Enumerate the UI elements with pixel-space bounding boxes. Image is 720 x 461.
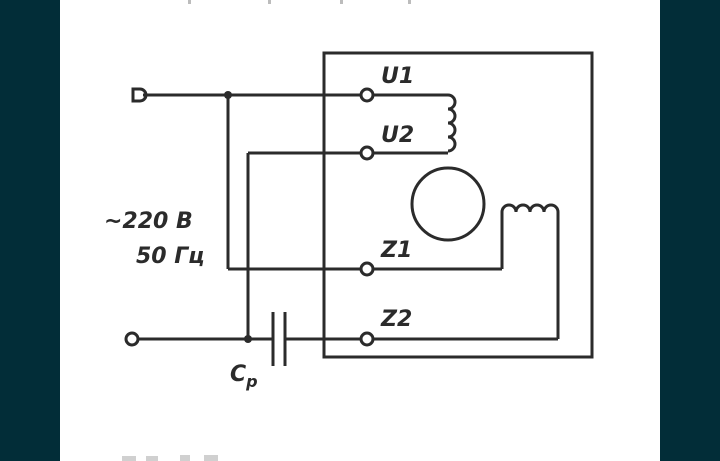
bottom-caption-fragment bbox=[122, 455, 218, 461]
label-frequency: 50 Гц bbox=[136, 244, 205, 269]
terminal-z2 bbox=[359, 331, 375, 347]
terminal-z1 bbox=[359, 261, 375, 277]
label-z2: Z2 bbox=[380, 307, 412, 332]
terminal-u1 bbox=[359, 87, 375, 103]
label-u2: U2 bbox=[381, 123, 414, 148]
aux-winding-coil bbox=[500, 203, 560, 213]
capacitor-symbol bbox=[271, 312, 287, 366]
label-z1: Z1 bbox=[380, 238, 412, 263]
top-caption-fragment bbox=[188, 0, 411, 4]
main-winding-coil bbox=[447, 93, 457, 153]
rotor-circle bbox=[410, 166, 486, 242]
label-voltage: ~220 В bbox=[104, 209, 193, 234]
terminal-u2 bbox=[359, 145, 375, 161]
label-u1: U1 bbox=[381, 64, 414, 89]
motor-housing-box bbox=[322, 51, 594, 359]
label-capacitor-subscript: р bbox=[245, 372, 257, 391]
diagram-sheet bbox=[60, 0, 660, 461]
label-capacitor: Cр bbox=[230, 362, 258, 391]
junction-bottom bbox=[244, 335, 252, 343]
supply-terminal-bottom bbox=[124, 331, 140, 347]
